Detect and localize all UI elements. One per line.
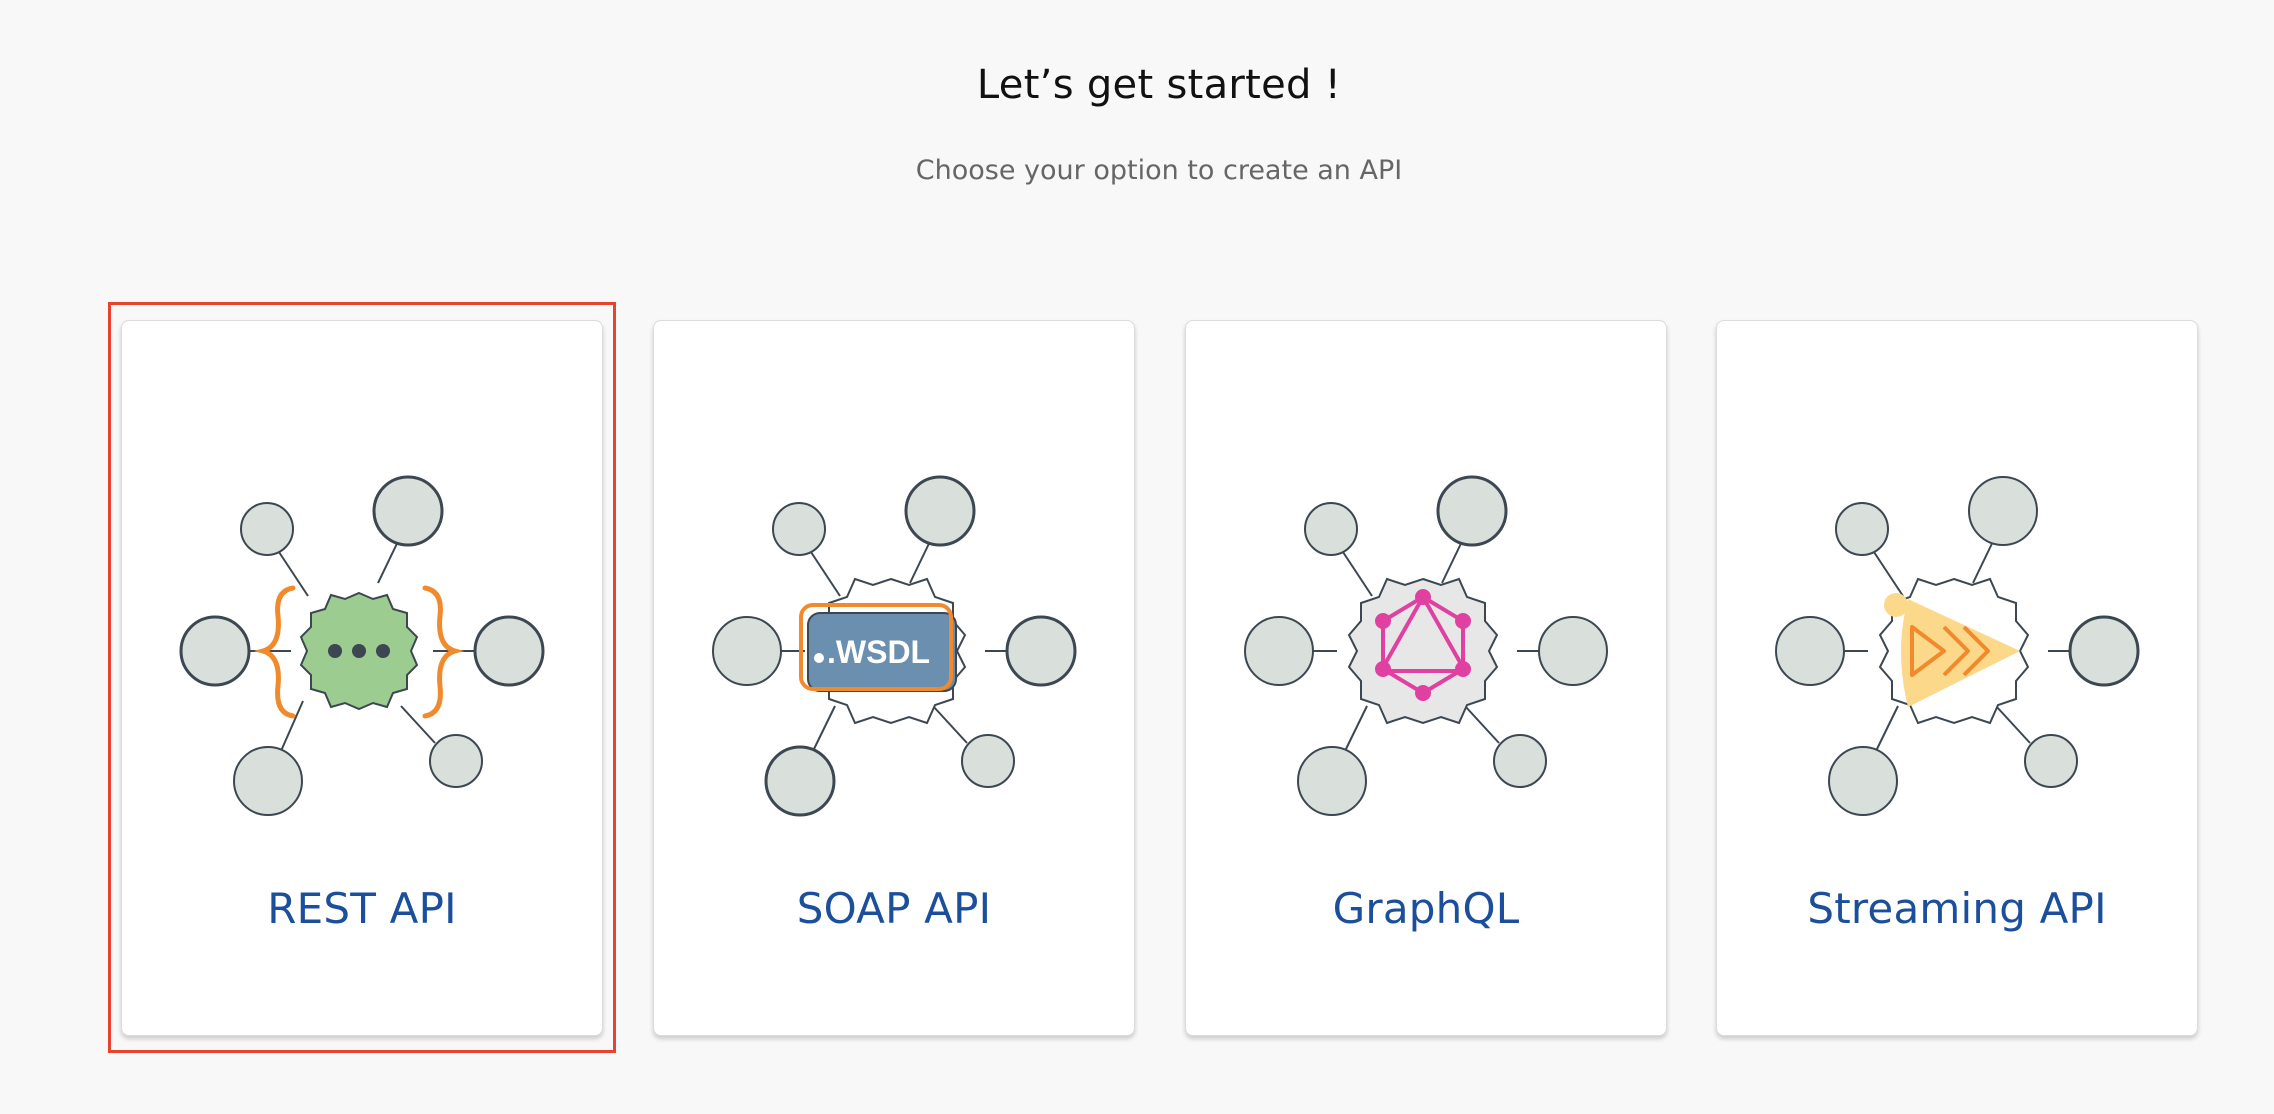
wsdl-badge-text: .WSDL <box>827 634 930 670</box>
soap-api-label: SOAP API <box>796 884 992 933</box>
soap-api-card[interactable]: .WSDL SOAP API <box>653 320 1135 1036</box>
page-title: Let’s get started ! <box>976 62 1342 108</box>
graphql-icon <box>1244 475 1608 816</box>
streaming-api-label: Streaming API <box>1807 884 2107 933</box>
rest-api-icon <box>179 475 545 816</box>
rest-api-card[interactable]: REST API <box>121 320 603 1036</box>
page-subtitle: Choose your option to create an API <box>915 155 1403 186</box>
graphql-card[interactable]: GraphQL <box>1185 320 1667 1036</box>
streaming-api-card[interactable]: Streaming API <box>1716 320 2198 1036</box>
streaming-api-icon <box>1775 476 2140 816</box>
soap-wsdl-icon: .WSDL <box>712 475 1077 817</box>
graphql-label: GraphQL <box>1332 884 1520 933</box>
rest-api-label: REST API <box>267 884 457 933</box>
